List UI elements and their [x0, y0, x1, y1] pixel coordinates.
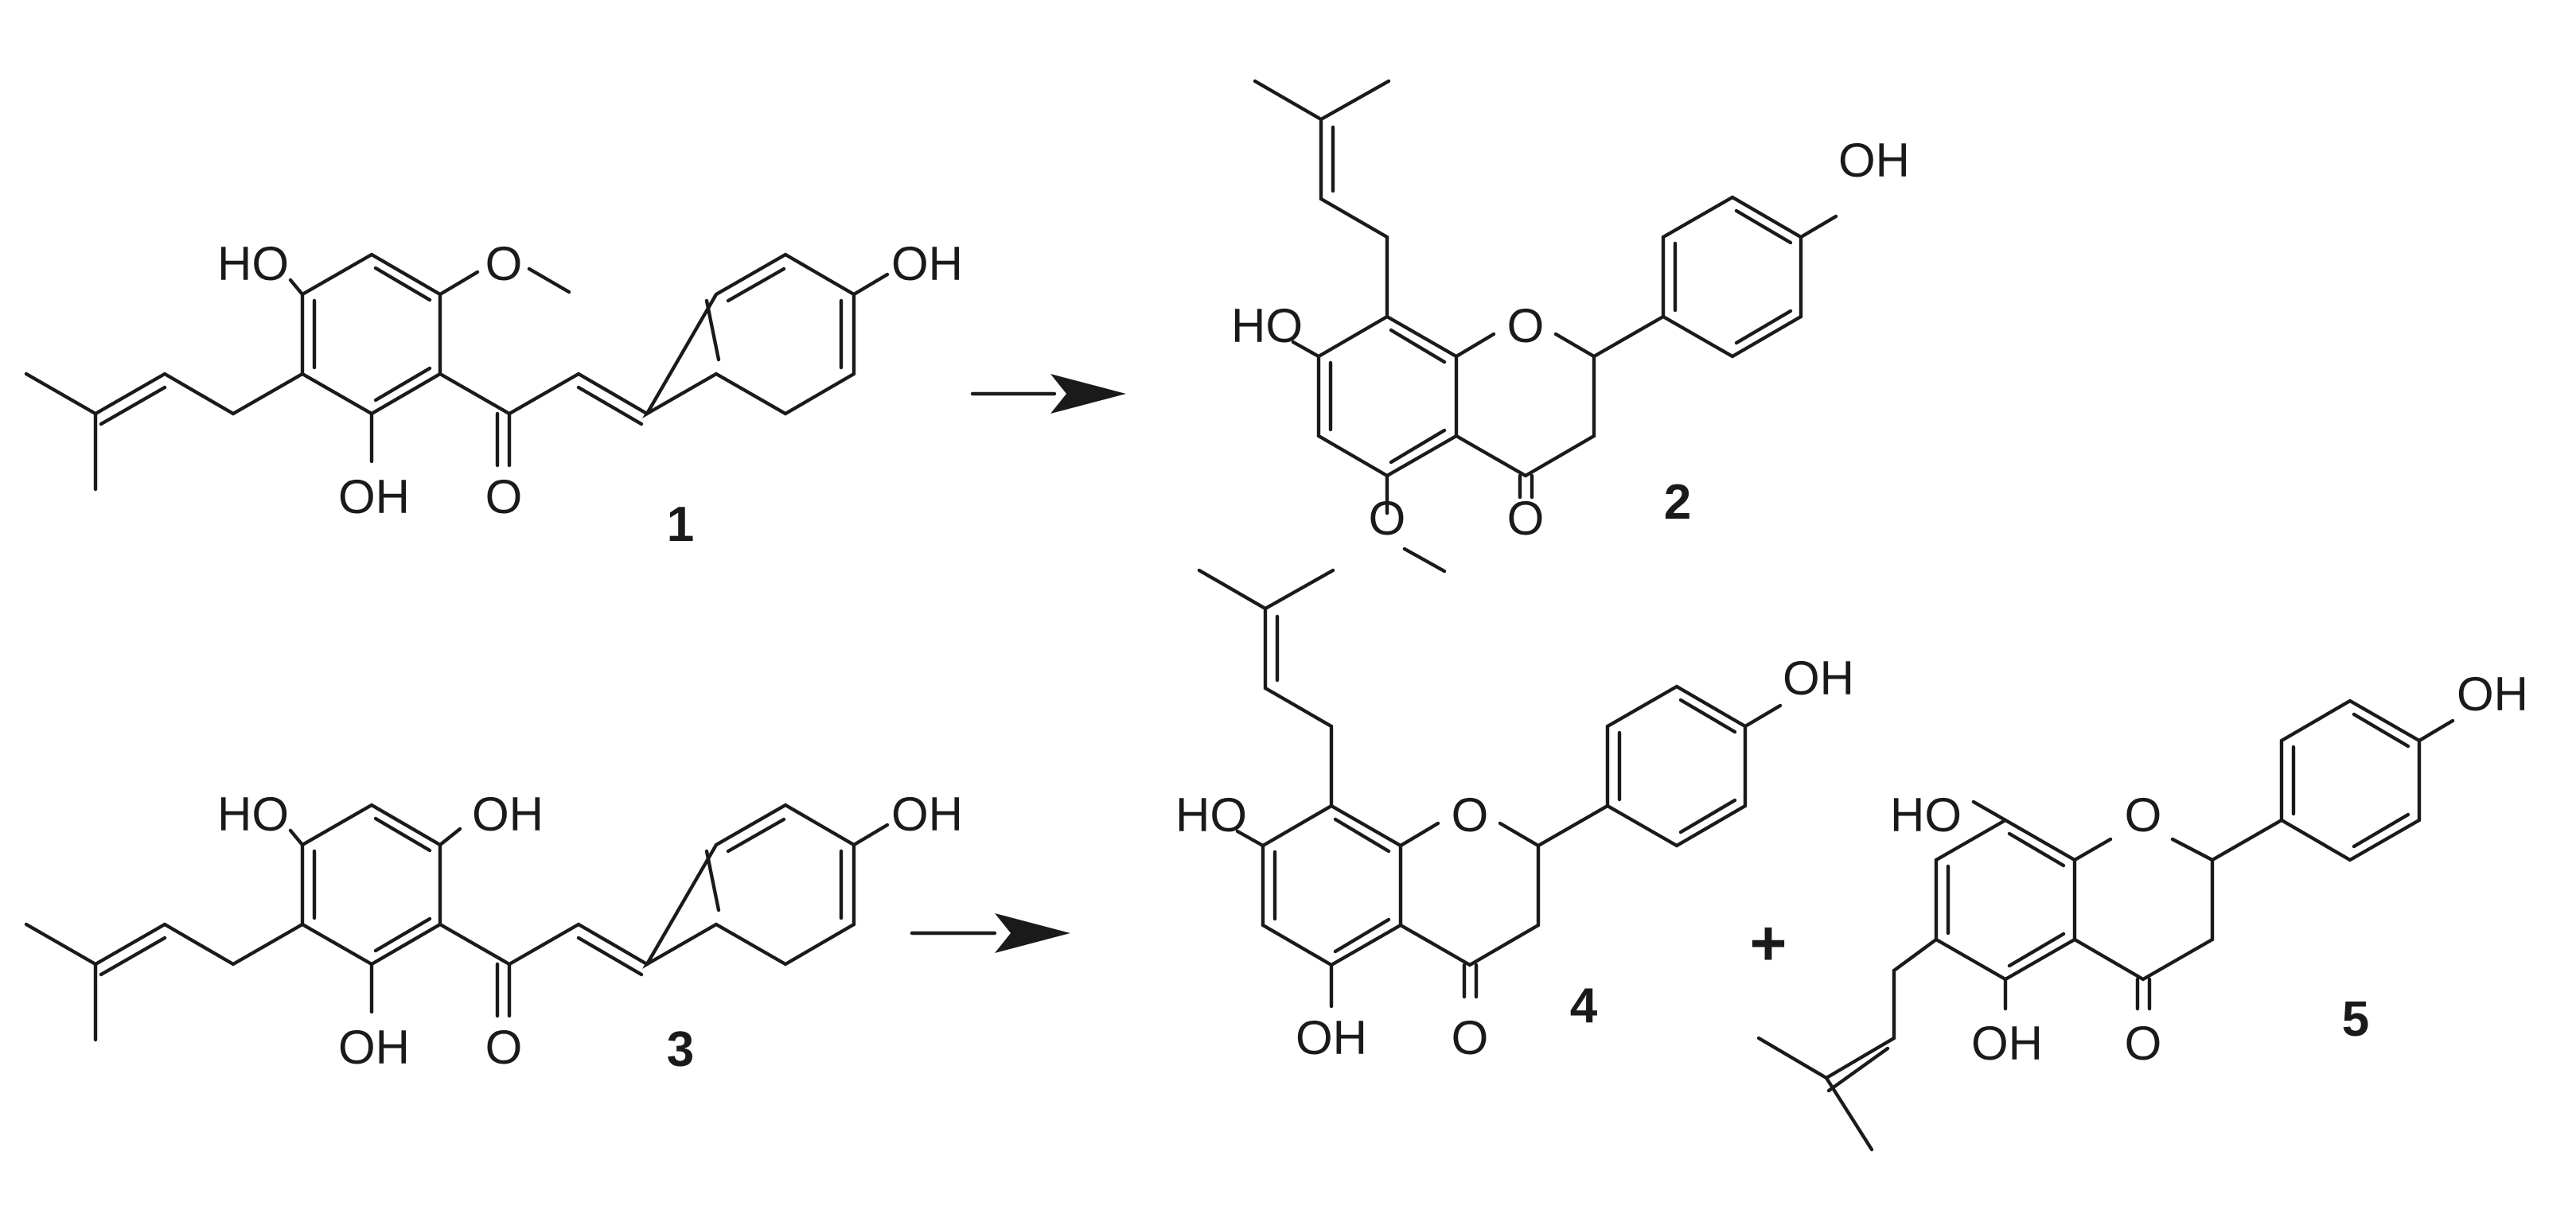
compound-2-structure: [1253, 79, 1838, 574]
compound-1-carbonyl-o-label: O: [485, 470, 523, 523]
compound-3-ho-top-left-label: HO: [217, 788, 289, 841]
compound-5-phenol-oh-label: OH: [2457, 667, 2528, 721]
compound-5-oh-bottom-label: OH: [1971, 1017, 2043, 1070]
compound-2-ring-o-label: O: [1507, 299, 1545, 352]
compound-2-number: 2: [1664, 475, 1691, 530]
compound-4-ho-label: HO: [1175, 788, 1247, 842]
compound-4-number: 4: [1570, 978, 1598, 1033]
compound-5-ho-label: HO: [1890, 788, 1962, 842]
compound-3-oh-top-right-label: OH: [472, 788, 544, 841]
compound-1-number: 1: [667, 497, 694, 552]
compound-2-methoxy-o-label: O: [1369, 492, 1406, 545]
compound-1-structure: [24, 252, 890, 492]
compound-1-methoxy-o-label: O: [485, 237, 523, 290]
compound-2-ho-label: HO: [1231, 299, 1303, 352]
reaction-arrow-2: [910, 913, 1070, 953]
compound-5-carbonyl-o-label: O: [2125, 1017, 2162, 1070]
compound-3-structure: [24, 803, 890, 1042]
compound-1-phenol-oh-label: OH: [891, 237, 963, 290]
compound-3-number: 3: [667, 1022, 694, 1077]
compound-1-oh-bottom-label: OH: [338, 470, 410, 523]
compound-5-structure: [1756, 698, 2455, 1152]
compound-5-number: 5: [2342, 992, 2369, 1047]
compound-3-phenol-oh-label: OH: [891, 788, 963, 841]
compound-5-ring-o-label: O: [2125, 788, 2162, 842]
compound-2-carbonyl-o-label: O: [1507, 492, 1545, 545]
compound-4-carbonyl-o-label: O: [1452, 1011, 1489, 1064]
compound-4-ring-o-label: O: [1452, 788, 1489, 842]
compound-3-carbonyl-o-label: O: [485, 1021, 523, 1074]
compound-4-phenol-oh-label: OH: [1783, 652, 1854, 705]
compound-2-phenol-oh-label: OH: [1838, 134, 1910, 187]
compound-1-ho-top-label: HO: [217, 237, 289, 290]
compound-4-structure: [1197, 568, 1783, 1009]
compound-4-oh-bottom-label: OH: [1296, 1011, 1367, 1064]
compound-3-oh-bottom-label: OH: [338, 1021, 410, 1074]
reaction-arrow-1: [970, 374, 1126, 414]
plus-sign: +: [1750, 908, 1787, 978]
